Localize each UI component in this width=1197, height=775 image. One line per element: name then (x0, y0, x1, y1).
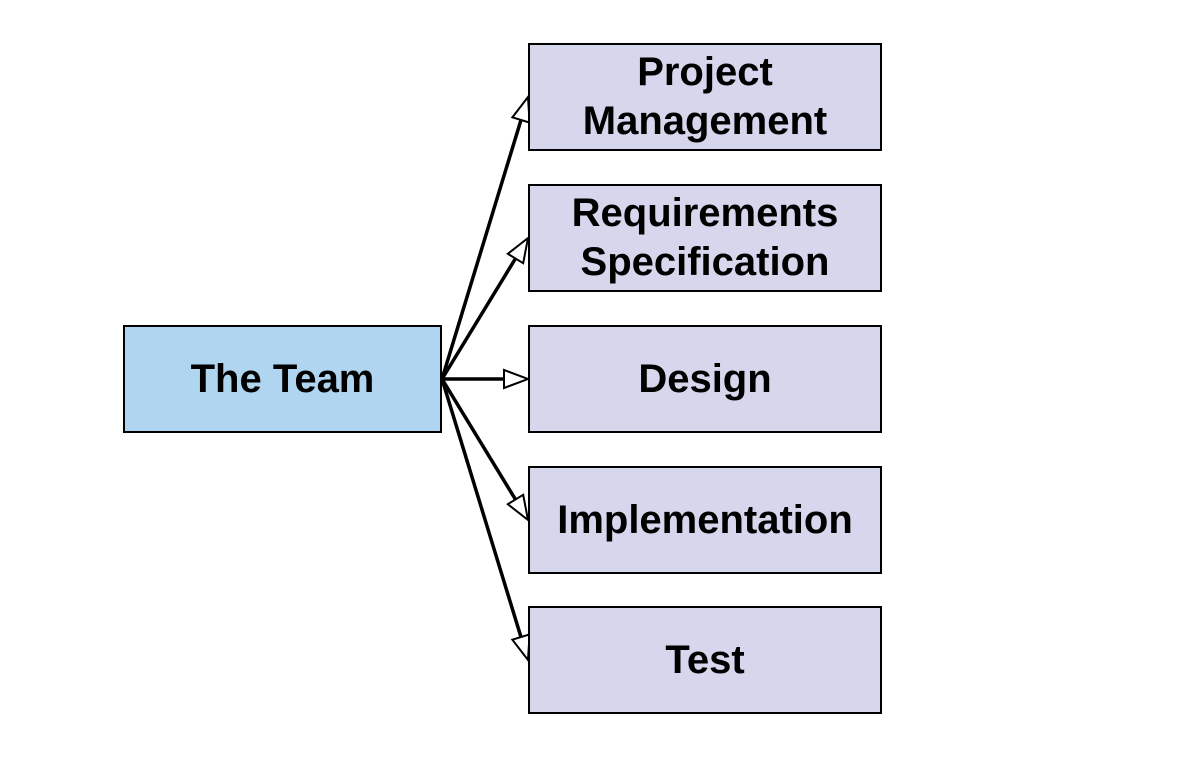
root-node-label: The Team (190, 356, 375, 401)
child-node-label: Project Management (582, 50, 828, 143)
connector-line-3 (440, 378, 517, 501)
child-node-design: Design (528, 325, 882, 433)
arrowhead-icon (506, 235, 530, 265)
arrowhead-icon (510, 633, 531, 663)
arrowhead-icon (506, 493, 530, 523)
arrowhead-icon (503, 368, 531, 390)
connector-line-0 (440, 119, 523, 380)
child-node-requirements-specification: Requirements Specification (528, 184, 882, 292)
connector-line-4 (440, 378, 523, 638)
child-node-label: Design (638, 356, 772, 401)
child-node-label: Requirements Specification (571, 191, 839, 284)
child-node-label: Implementation (557, 497, 853, 542)
child-node-test: Test (528, 606, 882, 714)
child-node-project-management: Project Management (528, 43, 882, 151)
connector-line-1 (440, 257, 517, 380)
child-node-label: Test (665, 637, 745, 682)
child-node-implementation: Implementation (528, 466, 882, 574)
root-node-the-team: The Team (123, 325, 442, 433)
